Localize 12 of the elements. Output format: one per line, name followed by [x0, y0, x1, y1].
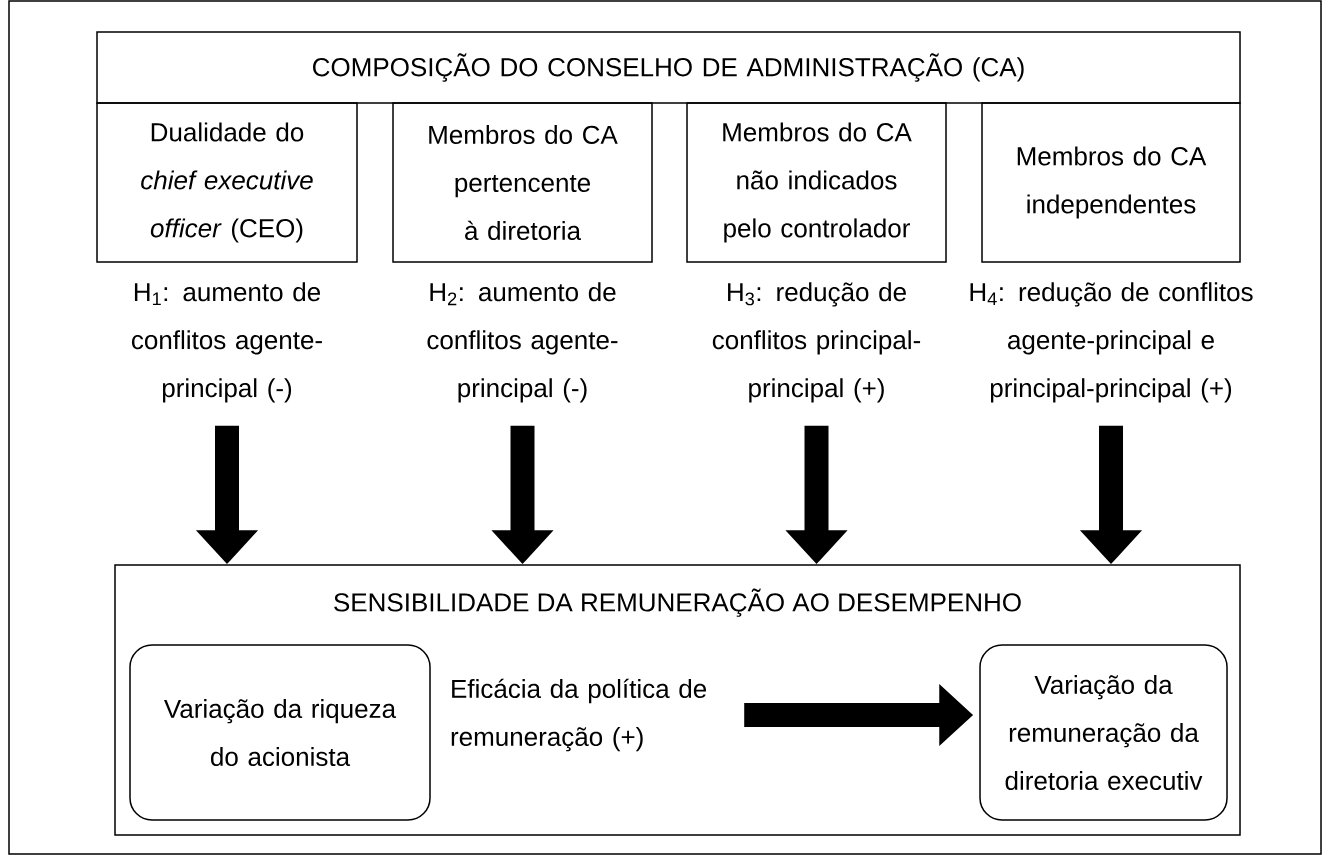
rounded-box: Variação da riqueza do acionista [129, 644, 431, 821]
arrow-caption: Eficácia da política de remuneração (+) [451, 678, 707, 752]
rounded-box: Variação da remuneração da diretoria executiv [979, 644, 1228, 821]
hypothesis-text: H$_{1}$: aumento de conflitos agente-principal (-) [132, 282, 322, 403]
factor-box: Membros do CA não indicados pelo controlador [686, 102, 947, 263]
factor-box: Dualidade do chief executive officer (CEO) [96, 102, 358, 263]
hypothesis-text: H$_{4}$: redução de conflitos agente-principal e principal-principal (+) [970, 282, 1253, 403]
hypothesis-text: H$_{2}$: aumento de conflitos agente-principal (-) [427, 282, 618, 403]
factor-box: Membros do CA pertencente à diretoria [392, 102, 653, 263]
hypothesis-text: H$_{3}$: redução de conflitos principal-principal (+) [712, 282, 921, 403]
factor-box: Membros do CA independentes [981, 102, 1241, 263]
heading-box: COMPOSIÇÃO DO CONSELHO DE ADMINISTRAÇÃO (CA) [96, 31, 1241, 104]
